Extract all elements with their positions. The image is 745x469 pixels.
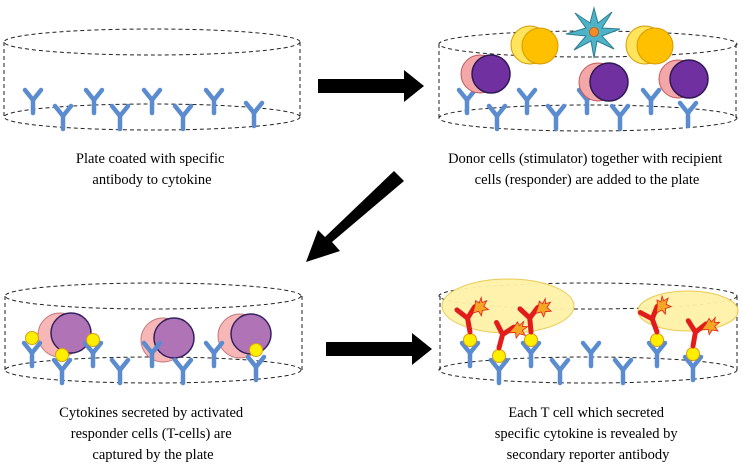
capture-antibody-icon	[206, 90, 222, 113]
capture-antibody-icon	[548, 106, 564, 129]
panel-1-antibodies	[25, 90, 262, 129]
capture-antibody-icon	[206, 343, 222, 366]
arrow-right-icon	[326, 333, 432, 365]
capture-antibody-icon	[175, 360, 191, 383]
cytokine-icon	[249, 343, 263, 357]
capture-antibody-icon	[583, 343, 599, 366]
cytokine-icon	[25, 331, 39, 345]
capture-antibody-icon	[248, 357, 264, 380]
capture-antibody-icon	[24, 343, 40, 366]
cytokine-icon	[463, 333, 477, 347]
capture-antibody-icon	[55, 106, 71, 129]
donor-cell-icon	[625, 25, 674, 65]
capture-antibody-icon	[643, 90, 659, 113]
responder-cell-icon	[578, 62, 629, 102]
capture-antibody-icon	[552, 360, 568, 383]
panel-2-cells	[460, 6, 709, 102]
donor-cell-icon	[510, 25, 559, 65]
panel-4-caption: Each T cell which secreted specific cyto…	[495, 405, 681, 463]
cytokine-icon	[524, 333, 538, 347]
panel-3-cells	[37, 312, 272, 363]
arrow-down-left-icon	[306, 171, 404, 262]
panel-2-caption: Donor cells (stimulator) together with r…	[448, 151, 726, 188]
cytokine-icon	[686, 347, 700, 361]
capture-antibody-icon	[112, 360, 128, 383]
responder-cell-icon	[140, 317, 195, 363]
capture-antibody-icon	[144, 90, 160, 113]
capture-antibody-icon	[612, 106, 628, 129]
capture-antibody-icon	[489, 106, 505, 129]
panel-3-caption: Cytokines secreted by activated responde…	[59, 405, 247, 463]
capture-antibody-icon	[112, 106, 128, 129]
arrow-right-icon	[318, 70, 424, 102]
responder-cell-icon	[217, 313, 272, 359]
cytokine-icon	[492, 349, 506, 363]
cytokine-icon	[55, 348, 69, 362]
panel-2-antibodies	[459, 90, 696, 129]
panel-4-plate	[438, 282, 738, 384]
capture-antibody-icon	[615, 360, 631, 383]
responder-cell-icon	[460, 54, 511, 94]
panel-1-caption: Plate coated with specific antibody to c…	[76, 151, 228, 188]
capture-antibody-icon	[519, 90, 535, 113]
cytokine-icon	[650, 333, 664, 347]
panel-2-plate	[438, 30, 738, 132]
dendritic-cell-icon	[565, 6, 621, 59]
responder-cell-icon	[658, 59, 709, 99]
cytokine-icon	[86, 333, 100, 347]
capture-antibody-icon	[246, 103, 262, 126]
capture-antibody-icon	[175, 106, 191, 129]
capture-antibody-icon	[680, 103, 696, 126]
capture-antibody-icon	[86, 90, 102, 113]
